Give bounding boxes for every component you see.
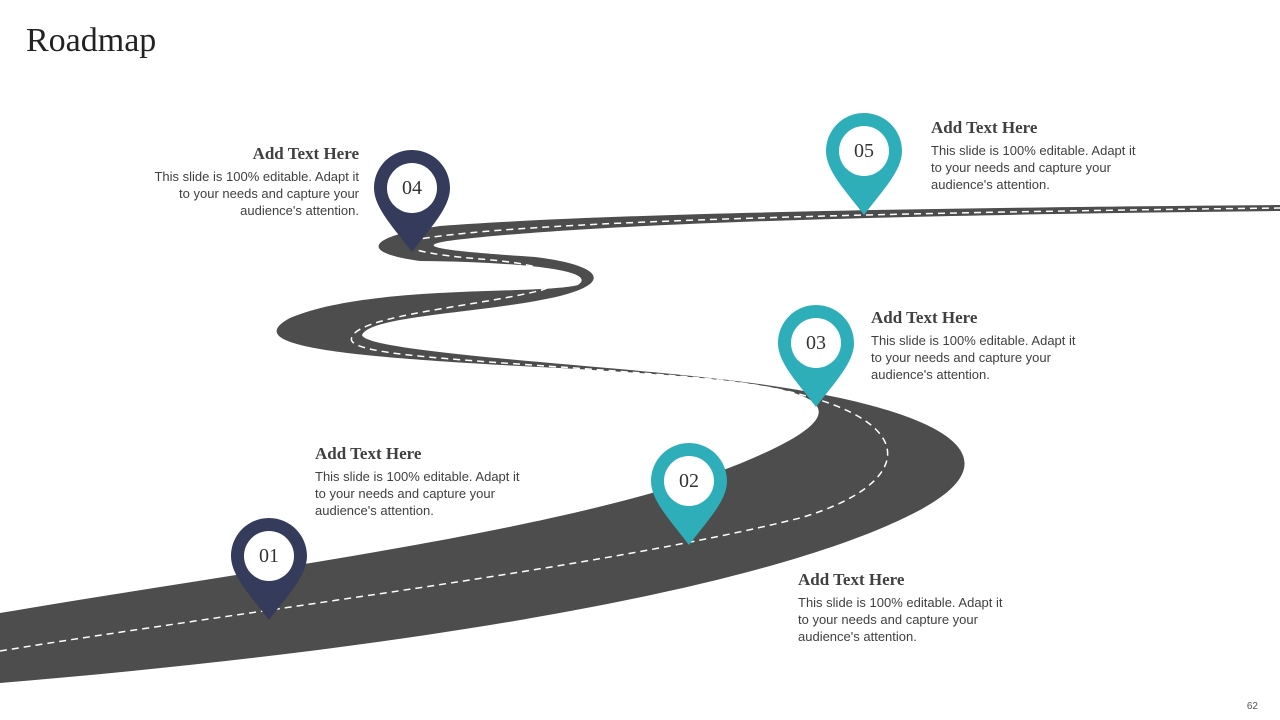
page-number: 62 xyxy=(1246,701,1258,712)
milestone-body: This slide is 100% editable. Adapt it to… xyxy=(871,333,1076,382)
milestone-heading: Add Text Here xyxy=(931,118,1038,137)
milestone-text-03: Add Text Here This slide is 100% editabl… xyxy=(871,308,1086,383)
milestone-heading: Add Text Here xyxy=(315,444,422,463)
milestone-pin-05: 05 xyxy=(826,113,902,215)
milestone-text-05: Add Text Here This slide is 100% editabl… xyxy=(931,118,1146,193)
map-pin-icon xyxy=(231,518,307,620)
milestone-heading: Add Text Here xyxy=(871,308,978,327)
map-pin-icon xyxy=(778,305,854,407)
milestone-pin-03: 03 xyxy=(778,305,854,407)
slide-title: Roadmap xyxy=(26,22,157,59)
milestone-body: This slide is 100% editable. Adapt it to… xyxy=(798,595,1003,644)
milestone-text-04: Add Text Here This slide is 100% editabl… xyxy=(144,144,359,219)
milestone-pin-01: 01 xyxy=(231,518,307,620)
milestone-body: This slide is 100% editable. Adapt it to… xyxy=(315,469,520,518)
map-pin-icon xyxy=(651,443,727,545)
milestone-text-01: Add Text Here This slide is 100% editabl… xyxy=(315,444,530,519)
milestone-body: This slide is 100% editable. Adapt it to… xyxy=(931,143,1136,192)
milestone-heading: Add Text Here xyxy=(252,144,359,163)
road-surface xyxy=(0,205,1280,683)
milestone-heading: Add Text Here xyxy=(798,570,905,589)
milestone-body: This slide is 100% editable. Adapt it to… xyxy=(154,169,359,218)
map-pin-icon xyxy=(826,113,902,215)
milestone-pin-02: 02 xyxy=(651,443,727,545)
map-pin-icon xyxy=(374,150,450,252)
road-center-dashes xyxy=(0,207,1280,652)
milestone-pin-04: 04 xyxy=(374,150,450,252)
milestone-text-02: Add Text Here This slide is 100% editabl… xyxy=(798,570,1013,645)
